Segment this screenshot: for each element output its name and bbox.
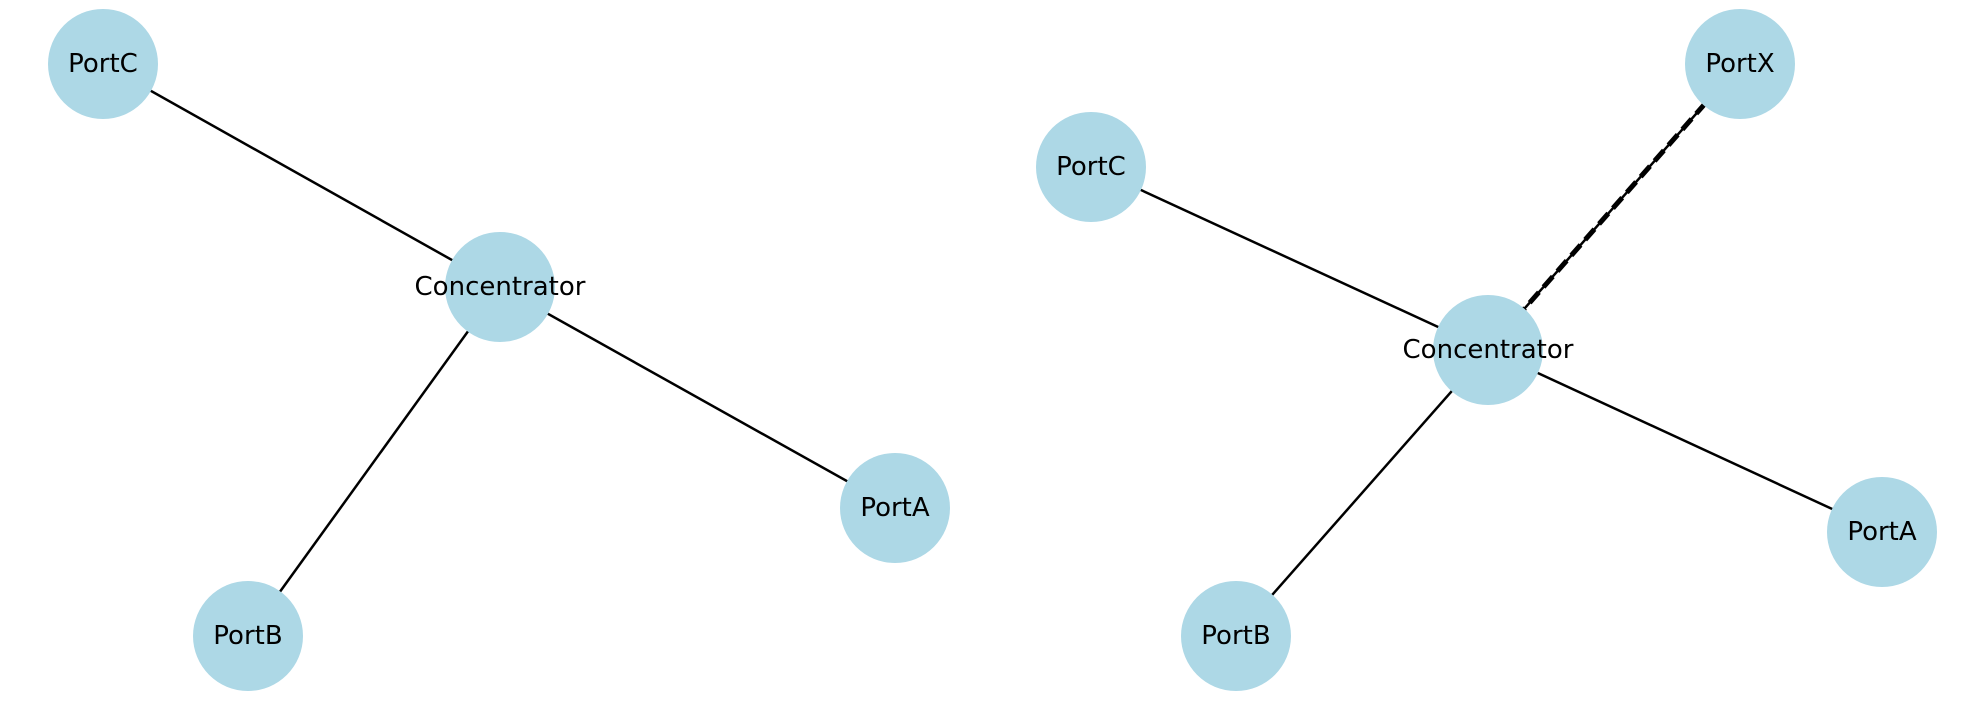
- node-label: Concentrator: [1403, 335, 1574, 365]
- node-portc: PortC: [1036, 112, 1146, 222]
- node-circle: [1827, 477, 1937, 587]
- node-label: PortA: [860, 493, 930, 523]
- node-concentrator: Concentrator: [1403, 295, 1574, 405]
- node-circle: [840, 453, 950, 563]
- node-circle: [1181, 581, 1291, 691]
- node-circle: [445, 232, 555, 342]
- edge-concentrator-porta: [1487, 348, 1883, 534]
- edge-concentrator-portb: [246, 286, 502, 637]
- node-circle: [193, 581, 303, 691]
- node-label: Concentrator: [415, 272, 586, 302]
- node-circle: [1433, 295, 1543, 405]
- node-portc: PortC: [48, 9, 158, 119]
- node-concentrator: Concentrator: [415, 232, 586, 342]
- node-porta: PortA: [840, 453, 950, 563]
- node-porta: PortA: [1827, 477, 1937, 587]
- edge-concentrator-portb: [1235, 349, 1489, 637]
- node-circle: [1036, 112, 1146, 222]
- node-portb: PortB: [193, 581, 303, 691]
- edge-concentrator-portx: [1486, 62, 1742, 352]
- edge-concentrator-portc: [1090, 165, 1489, 352]
- edge-concentrator-portc: [102, 62, 501, 289]
- node-portb: PortB: [1181, 581, 1291, 691]
- node-label: PortA: [1847, 517, 1917, 547]
- node-label: PortB: [1201, 621, 1270, 651]
- edge-concentrator-porta: [499, 285, 896, 510]
- node-label: PortC: [1056, 152, 1126, 182]
- node-circle: [1685, 9, 1795, 119]
- node-portx: PortX: [1685, 9, 1795, 119]
- node-label: PortB: [213, 621, 282, 651]
- node-circle: [48, 9, 158, 119]
- node-label: PortC: [68, 49, 138, 79]
- node-label: PortX: [1705, 49, 1774, 79]
